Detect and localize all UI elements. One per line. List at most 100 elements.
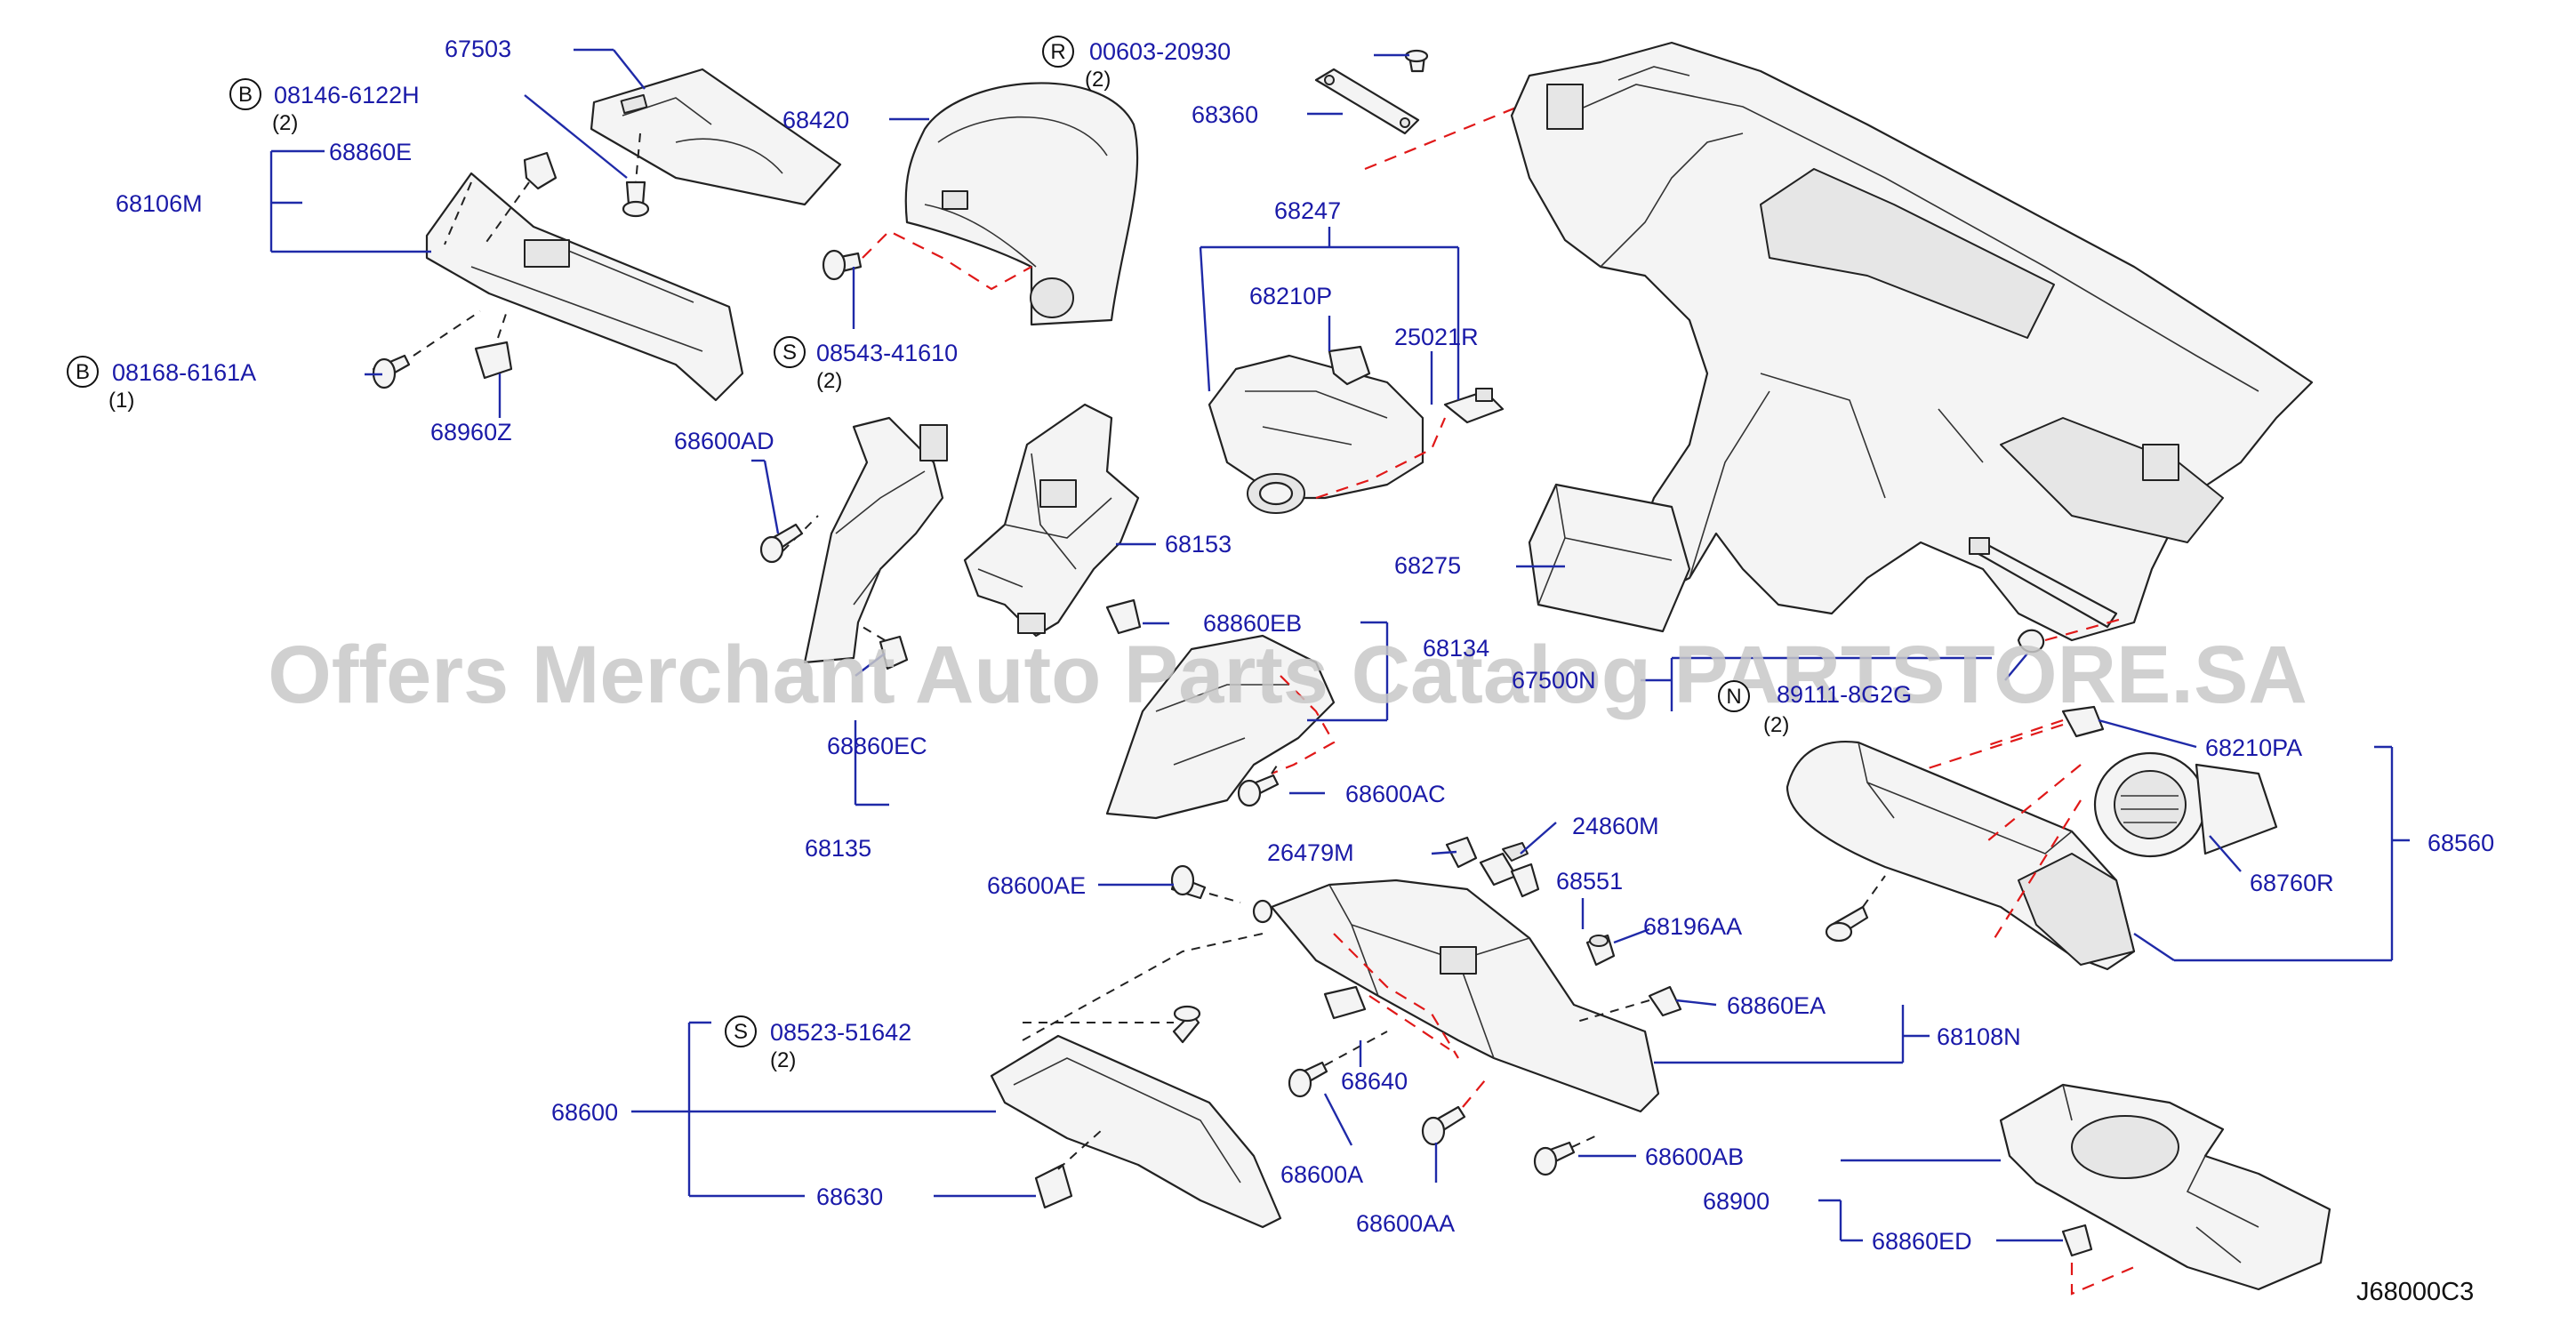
label-68210PA[interactable]: 68210PA — [2205, 734, 2302, 761]
label-68275[interactable]: 68275 — [1394, 552, 1461, 579]
label-68860EB[interactable]: 68860EB — [1203, 610, 1302, 637]
part-24860M-drawing[interactable] — [1479, 842, 1529, 887]
label-08146-6122H[interactable]: 08146-6122H — [274, 82, 420, 108]
label-68600A[interactable]: 68600A — [1280, 1161, 1363, 1188]
switch-25021R-drawing[interactable] — [1443, 388, 1505, 424]
part-68630-drawing[interactable] — [1034, 1128, 1103, 1209]
part-67500N-drawing[interactable] — [1969, 537, 2126, 654]
label-68640[interactable]: 68640 — [1341, 1068, 1408, 1095]
prefix-00603: R — [1050, 40, 1065, 64]
label-68860EC[interactable]: 68860EC — [827, 733, 927, 759]
label-68860EA[interactable]: 68860EA — [1727, 992, 1826, 1019]
bolt-08146-drawing[interactable] — [622, 132, 650, 218]
screw-68600A-drawing[interactable] — [1288, 1031, 1388, 1098]
label-26479M[interactable]: 26479M — [1267, 839, 1354, 866]
part-68640-drawing[interactable] — [1323, 985, 1450, 1050]
label-68106M[interactable]: 68106M — [116, 190, 203, 217]
clip-68210PA-drawing[interactable] — [1911, 705, 2105, 775]
prefix-89111: N — [1726, 685, 1741, 709]
qty-89111-8G2G: (2) — [1763, 713, 1789, 737]
part-68134-drawing[interactable] — [1105, 634, 1336, 820]
label-68560[interactable]: 68560 — [2428, 830, 2494, 856]
label-68360[interactable]: 68360 — [1192, 101, 1258, 128]
part-labels: 67503 R 00603-20930 (2) B 08146-6122H (2… — [67, 36, 2494, 1306]
part-68360-drawing[interactable] — [1314, 43, 1673, 171]
part-68153-drawing[interactable] — [963, 403, 1140, 638]
instrument-panel-drawing[interactable] — [1510, 41, 2314, 642]
label-67500N[interactable]: 67500N — [1512, 667, 1596, 694]
prefix-08523: S — [734, 1020, 748, 1044]
clip-68210P-drawing[interactable] — [1328, 345, 1371, 386]
clip-68860E-drawing[interactable] — [484, 151, 558, 245]
label-68108N[interactable]: 68108N — [1937, 1023, 2021, 1050]
diagram-code: J68000C3 — [2356, 1278, 2474, 1306]
screw-68600AB-drawing[interactable] — [1533, 1133, 1601, 1176]
label-68551[interactable]: 68551 — [1556, 868, 1623, 895]
label-08523-51642[interactable]: 08523-51642 — [770, 1019, 911, 1046]
part-68551-drawing[interactable] — [1510, 863, 1540, 898]
label-25021R[interactable]: 25021R — [1394, 324, 1479, 350]
screw-08543-drawing[interactable] — [822, 229, 1032, 291]
prefix-circle-89111 — [1718, 680, 1750, 712]
label-00603-20930[interactable]: 00603-20930 — [1089, 38, 1231, 65]
label-68960Z[interactable]: 68960Z — [430, 419, 512, 445]
label-08543-41610[interactable]: 08543-41610 — [816, 340, 958, 366]
prefix-08543: S — [782, 341, 797, 365]
part-68560-drawing[interactable] — [1786, 741, 2136, 971]
label-68210P[interactable]: 68210P — [1249, 283, 1332, 309]
label-68600AA[interactable]: 68600AA — [1356, 1210, 1455, 1237]
label-68153[interactable]: 68153 — [1165, 531, 1232, 558]
clip-68860ED-drawing[interactable] — [2061, 1224, 2135, 1296]
screw-68600AD-drawing[interactable] — [759, 515, 819, 564]
label-68760R[interactable]: 68760R — [2250, 870, 2334, 896]
clip-68860EB-drawing[interactable] — [1105, 598, 1142, 635]
part-68135-drawing[interactable] — [803, 416, 948, 664]
label-68860E[interactable]: 68860E — [329, 139, 412, 165]
prefix-08168: B — [76, 360, 90, 384]
label-68135[interactable]: 68135 — [805, 835, 871, 862]
label-89111-8G2G[interactable]: 89111-8G2G — [1777, 681, 1912, 708]
part-68108N-drawing[interactable] — [1270, 879, 1660, 1113]
screw-68600AA-drawing[interactable] — [1421, 1079, 1486, 1146]
label-24860M[interactable]: 24860M — [1572, 813, 1659, 839]
screw-68600AE-drawing[interactable] — [1170, 864, 1273, 924]
label-68600AB[interactable]: 68600AB — [1645, 1143, 1744, 1170]
part-68600-drawing[interactable] — [990, 933, 1282, 1229]
label-68600AC[interactable]: 68600AC — [1345, 781, 1446, 807]
label-68600AD[interactable]: 68600AD — [674, 428, 774, 454]
prefix-circle-08543 — [774, 336, 806, 368]
label-68196AA[interactable]: 68196AA — [1643, 913, 1742, 940]
label-68420[interactable]: 68420 — [782, 107, 849, 133]
label-68860ED[interactable]: 68860ED — [1872, 1228, 1972, 1255]
label-08168-6161A[interactable]: 08168-6161A — [112, 359, 256, 386]
part-68900-drawing[interactable] — [1999, 1083, 2331, 1291]
prefix-circle-00603 — [1042, 36, 1074, 68]
qty-08168-6161A: (1) — [108, 389, 134, 413]
screw-08168-drawing[interactable] — [372, 310, 481, 389]
part-68275-drawing[interactable] — [1528, 483, 1691, 633]
label-67503[interactable]: 67503 — [445, 36, 511, 62]
vent-68760R-drawing[interactable] — [1982, 751, 2278, 943]
screw-08523-drawing[interactable] — [1023, 1005, 1201, 1044]
part-68420-drawing[interactable] — [904, 82, 1139, 326]
label-68630[interactable]: 68630 — [816, 1184, 883, 1210]
screw-68600AC-drawing[interactable] — [1237, 759, 1281, 807]
qty-08543-41610: (2) — [816, 369, 842, 393]
label-68900[interactable]: 68900 — [1703, 1188, 1769, 1215]
part-68960Z-drawing[interactable] — [474, 310, 513, 380]
part-68196AA-drawing[interactable] — [1585, 934, 1616, 967]
label-68247[interactable]: 68247 — [1274, 197, 1341, 224]
screw-68560-drawing[interactable] — [1825, 875, 1886, 943]
clip-68860EC-drawing[interactable] — [862, 626, 909, 670]
part-26479M-drawing[interactable] — [1445, 836, 1478, 869]
prefix-circle-08523 — [725, 1015, 757, 1047]
label-68600[interactable]: 68600 — [551, 1099, 618, 1126]
leader-lines — [269, 48, 2410, 1242]
label-68600AE[interactable]: 68600AE — [987, 872, 1086, 899]
part-68247-drawing[interactable] — [1208, 354, 1447, 514]
label-68134[interactable]: 68134 — [1423, 635, 1489, 662]
part-67503-drawing[interactable] — [590, 68, 842, 206]
part-68106M-drawing[interactable] — [425, 172, 744, 402]
clip-68860EA-drawing[interactable] — [1573, 985, 1682, 1023]
